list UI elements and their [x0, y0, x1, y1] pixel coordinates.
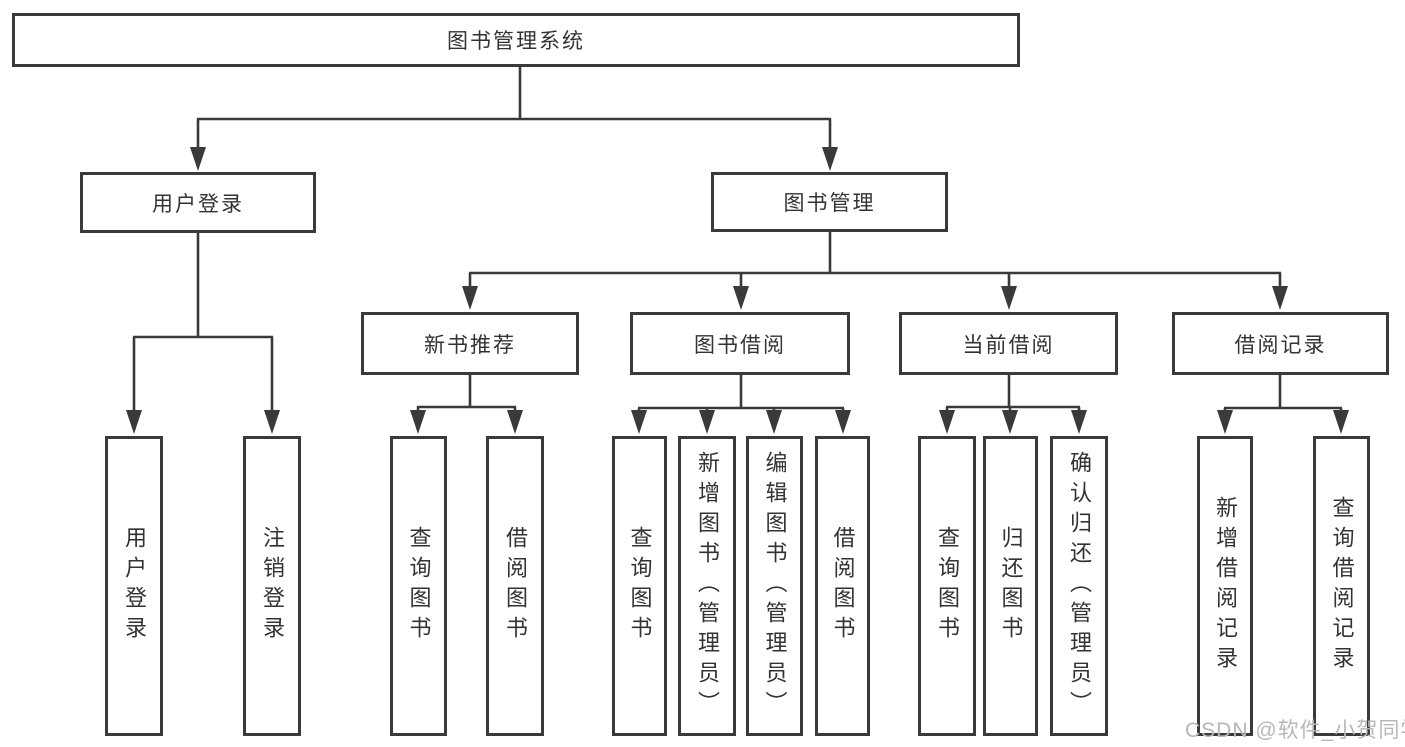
- node-borrow-books-action: 借阅图书: [815, 436, 870, 736]
- node-return-books: 归还图书: [983, 436, 1038, 736]
- connector-book-borrowing-to-children: [631, 374, 851, 434]
- node-label: 确认归还（管理员）: [1067, 451, 1092, 721]
- node-label: 注销登录: [260, 526, 285, 646]
- node-borrowing-records: 借阅记录: [1172, 312, 1389, 375]
- node-label: 借阅图书: [503, 526, 528, 646]
- node-label: 查询图书: [935, 526, 960, 646]
- node-label: 查询图书: [406, 526, 432, 646]
- node-query-books-borrowing: 查询图书: [612, 436, 667, 736]
- watermark: CSDN @软件_小贺同学: [1185, 719, 1405, 742]
- node-new-book-recommend: 新书推荐: [361, 312, 579, 375]
- node-current-borrowing: 当前借阅: [899, 312, 1118, 375]
- connector-current-borrowing-to-children: [939, 374, 1087, 434]
- node-book-borrowing: 图书借阅: [630, 312, 850, 375]
- node-root: 图书管理系统: [12, 13, 1020, 67]
- connector-root-to-level2: [190, 66, 838, 171]
- node-confirm-return-admin: 确认归还（管理员）: [1050, 436, 1108, 736]
- node-book-management: 图书管理: [711, 172, 948, 232]
- node-user-login-action: 用户登录: [105, 436, 163, 736]
- node-label: 查询图书: [627, 526, 653, 646]
- node-label: 编辑图书（管理员）: [762, 451, 788, 721]
- node-label: 用户登录: [122, 526, 147, 646]
- node-label: 新增图书（管理员）: [695, 451, 720, 721]
- connector-borrow-records-to-children: [1217, 374, 1349, 434]
- node-label: 新增借阅记录: [1213, 496, 1238, 676]
- node-borrow-books-recommend: 借阅图书: [486, 436, 544, 736]
- connector-user-login-to-children: [126, 232, 280, 434]
- connector-book-management-to-level3: [462, 231, 1288, 310]
- connector-new-book-to-children: [410, 374, 523, 434]
- node-query-books-current: 查询图书: [918, 436, 976, 736]
- node-label: 借阅图书: [830, 526, 856, 646]
- node-edit-books-admin: 编辑图书（管理员）: [746, 436, 803, 736]
- node-add-borrow-record: 新增借阅记录: [1197, 436, 1253, 736]
- node-query-borrow-record: 查询借阅记录: [1313, 436, 1370, 736]
- node-label: 归还图书: [998, 526, 1024, 646]
- node-logout-action: 注销登录: [243, 436, 301, 736]
- node-add-books-admin: 新增图书（管理员）: [678, 436, 736, 736]
- node-label: 查询借阅记录: [1329, 496, 1355, 676]
- node-query-books-recommend: 查询图书: [390, 436, 447, 736]
- node-user-login: 用户登录: [80, 172, 316, 233]
